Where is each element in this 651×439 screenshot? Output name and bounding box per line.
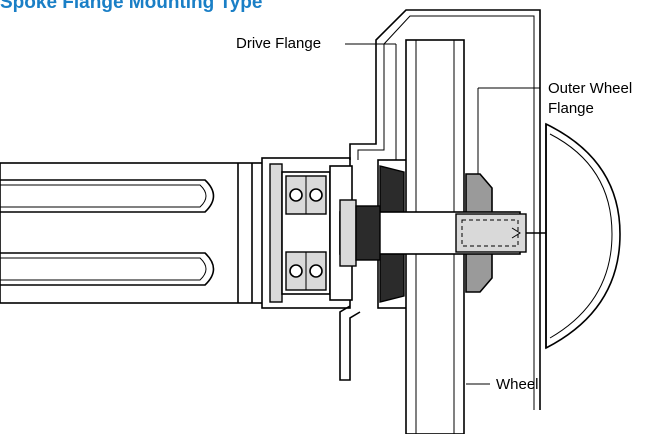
leader-outer-wheel-flange: Outer Wheel Flange (477, 80, 632, 174)
label-outer-wheel-flange-line2: Flange (548, 100, 594, 117)
hub-cap (545, 122, 621, 350)
label-outer-wheel-flange-line1: Outer Wheel (548, 80, 632, 97)
axle-stud (339, 199, 546, 267)
drive-shaft (0, 162, 271, 304)
diagram-heading: Spoke Flange Mounting Type (0, 0, 263, 13)
leader-drive-flange: Drive Flange (236, 35, 397, 160)
leader-wheel: Wheel (466, 376, 539, 393)
label-drive-flange: Drive Flange (236, 35, 321, 52)
bearing-housing (261, 157, 353, 309)
label-wheel: Wheel (496, 376, 539, 393)
